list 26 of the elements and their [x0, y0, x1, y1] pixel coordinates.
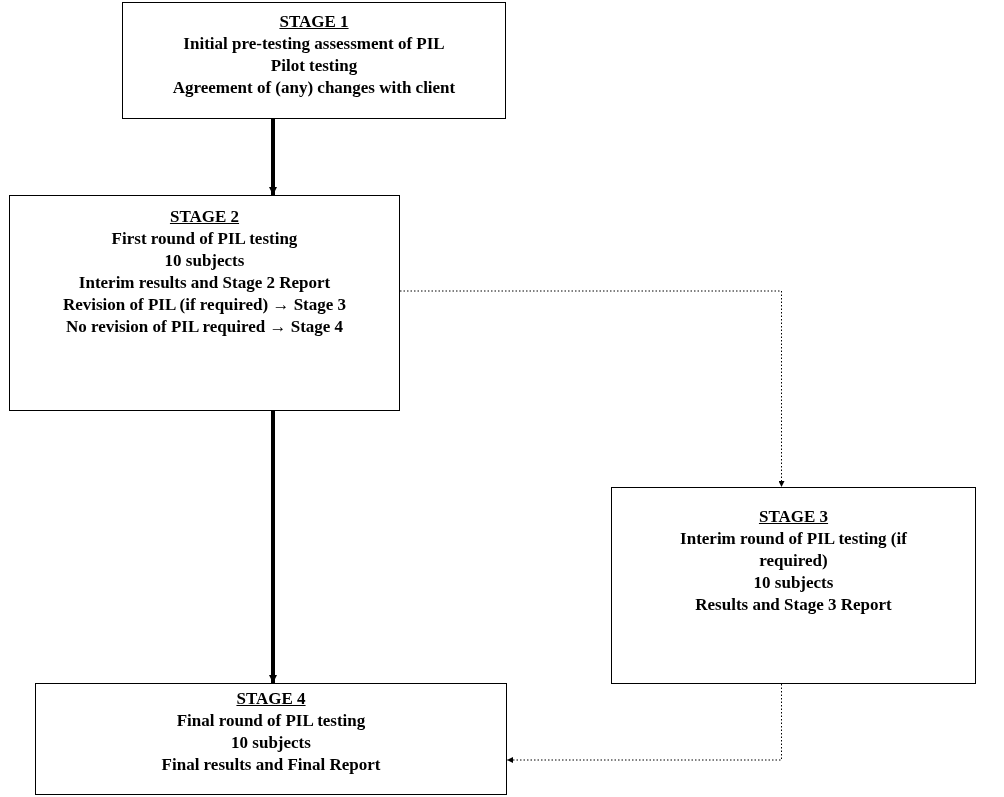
stage-heading: STAGE 2: [169, 206, 240, 228]
stage-text: Pilot testing: [270, 55, 358, 77]
stage-heading: STAGE 4: [236, 688, 306, 710]
stage-text: Final round of PIL testing: [176, 710, 366, 732]
stage-text: Interim results and Stage 2 Report: [78, 272, 331, 294]
stage-box: [122, 2, 506, 119]
arrow: [269, 411, 277, 683]
stage-box: [9, 195, 400, 411]
stage-text: Initial pre-testing assessment of PIL: [183, 33, 445, 55]
stage-text: Interim round of PIL testing (if required): [679, 528, 908, 572]
arrow: [399, 290, 785, 488]
arrow: [269, 119, 277, 195]
stage-heading: STAGE 3: [758, 506, 829, 528]
arrow: [506, 683, 782, 763]
stage-text: 10 subjects: [753, 572, 834, 594]
stage-text: Final results and Final Report: [161, 754, 381, 776]
stage-heading: STAGE 1: [279, 11, 349, 33]
stage-text: First round of PIL testing: [111, 228, 298, 250]
stage-text: 10 subjects: [231, 732, 311, 754]
stage-box: [35, 683, 507, 795]
stage-text: Results and Stage 3 Report: [695, 594, 892, 616]
stage-box: [611, 487, 976, 684]
stage-text: No revision of PIL required → Stage 4: [65, 316, 344, 338]
stage-text: Revision of PIL (if required) → Stage 3: [62, 294, 347, 316]
stage-text: Agreement of (any) changes with client: [172, 77, 456, 99]
stage-text: 10 subjects: [164, 250, 245, 272]
